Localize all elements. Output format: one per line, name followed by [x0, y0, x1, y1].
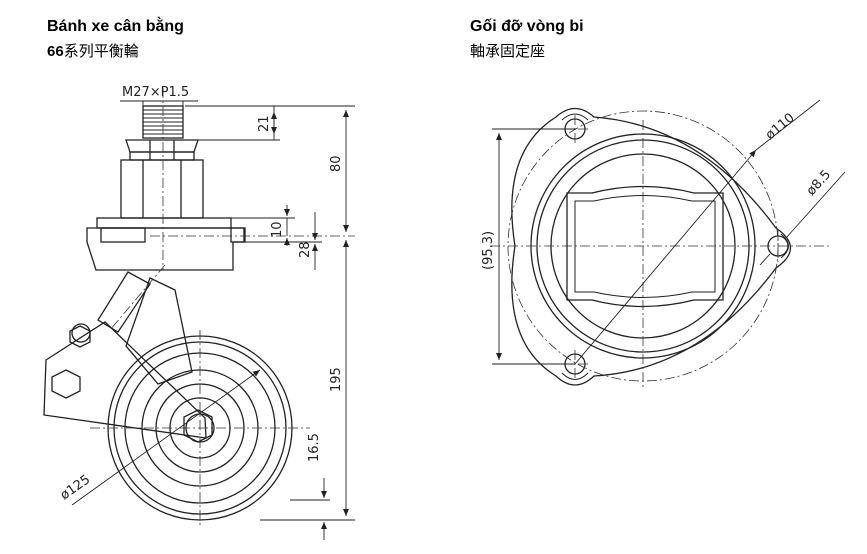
mount-centerlines: [490, 110, 830, 390]
caster-dimensions: [71, 100, 355, 540]
wheel-diameter-label: ø125: [58, 472, 93, 503]
dim-95-3: (95.3): [481, 231, 496, 270]
hex-nut: [125, 139, 199, 161]
right-subtitle: 軸承固定座: [470, 43, 546, 60]
base-plate: [86, 217, 246, 271]
swivel-housing: [120, 159, 204, 219]
bearing-mount-drawing: [511, 107, 792, 386]
left-subtitle: 66系列平衡輪: [47, 40, 139, 61]
dim-d8-5: ø8.5: [804, 167, 834, 198]
mount-dimensions: [492, 99, 846, 365]
fork-arm: [43, 271, 213, 443]
dim-d110: ø110: [763, 111, 798, 144]
dim-16-5: 16.5: [307, 433, 322, 462]
caster-centerlines: [90, 88, 355, 525]
caster-drawing: [43, 105, 293, 521]
dim-195: 195: [329, 367, 344, 392]
thread-label: M27×P1.5: [122, 85, 189, 100]
right-title: Gối đỡ vòng bi: [470, 18, 584, 35]
dim-80: 80: [329, 155, 344, 172]
square-boss: [566, 185, 724, 308]
left-subtitle-cn: 系列平衡輪: [63, 43, 139, 60]
dim-21: 21: [257, 115, 272, 132]
dim-28: 28: [298, 241, 313, 258]
left-subtitle-number: 66: [47, 43, 64, 60]
dim-10: 10: [270, 221, 285, 238]
left-title: Bánh xe cân bằng: [47, 18, 184, 35]
